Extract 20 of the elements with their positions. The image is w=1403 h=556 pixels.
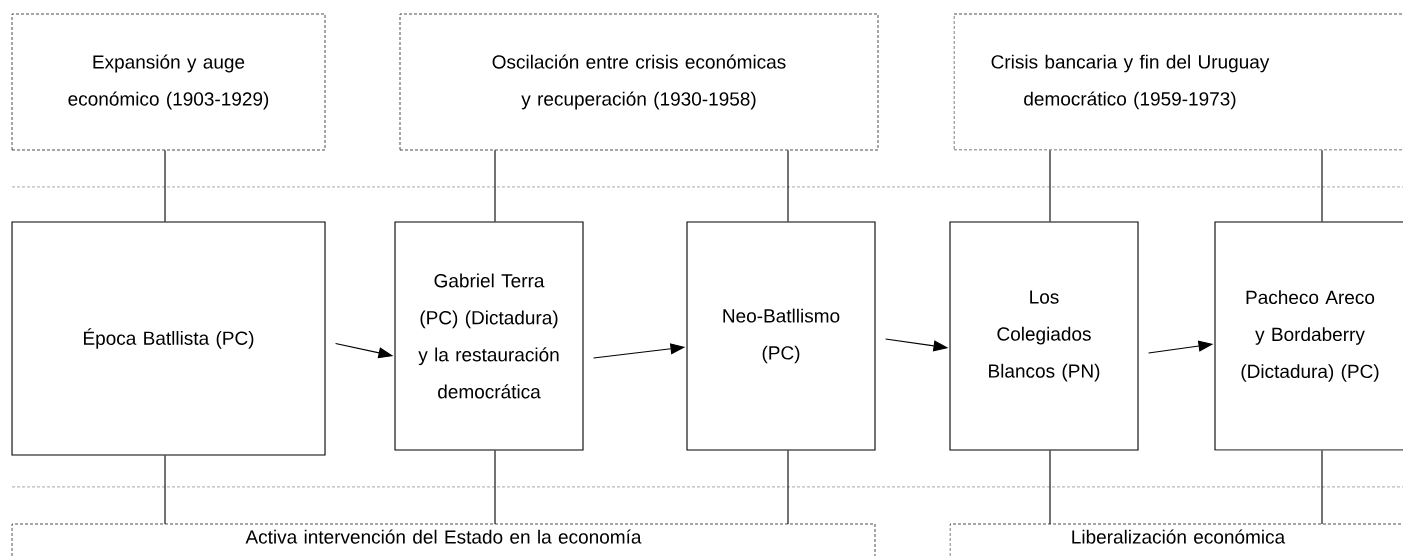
- connector-line: [494, 450, 496, 525]
- government-box: Época Batllista (PC): [11, 221, 326, 456]
- government-box: Neo-Batllismo (PC): [686, 221, 876, 451]
- period-box: Oscilación entre crisis económicas y recuperación (1930-1958): [399, 13, 879, 151]
- connector-line: [164, 455, 166, 525]
- connector-line: [1321, 149, 1323, 222]
- connector-line: [1049, 450, 1051, 525]
- connector-line: [1321, 450, 1323, 525]
- connector-line: [787, 149, 789, 222]
- government-box: Los Colegiados Blancos (PN): [949, 221, 1139, 451]
- connector-line: [787, 450, 789, 525]
- government-box: Gabriel Terra (PC) (Dictadura) y la restauración democrática: [394, 221, 584, 451]
- connector-line: [494, 149, 496, 222]
- period-box: Expansión y auge económico (1903-1929): [11, 13, 326, 151]
- policy-box: Activa intervención del Estado en la economía: [11, 523, 876, 556]
- government-box: Pacheco Areco y Bordaberry (Dictadura) (PC): [1214, 221, 1403, 451]
- connector-line: [164, 149, 166, 222]
- policy-box: Liberalización económica: [949, 523, 1403, 556]
- period-box: Crisis bancaria y fin del Uruguay democrático (1959-1973): [953, 13, 1403, 151]
- connector-line: [1049, 149, 1051, 222]
